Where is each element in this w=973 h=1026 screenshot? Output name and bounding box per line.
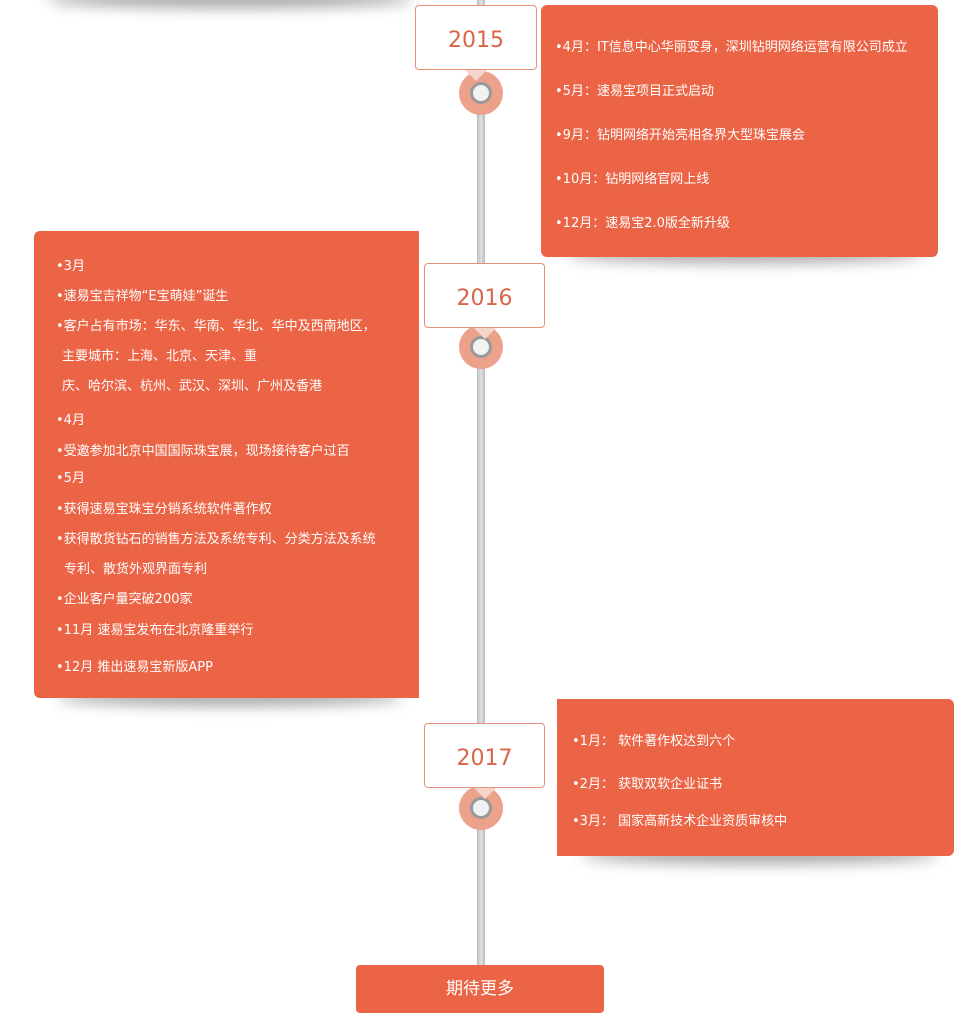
event-item: •4月：IT信息中心华丽变身，深圳钻明网络运营有限公司成立: [555, 40, 908, 55]
event-item: 主要城市：上海、北京、天津、重: [62, 349, 258, 364]
event-item: •11月 速易宝发布在北京隆重举行: [56, 623, 254, 638]
event-item: •受邀参加北京中国国际珠宝展，现场接待客户过百: [56, 444, 350, 459]
timeline-card-2017: •1月： 软件著作权达到六个 •2月： 获取双软企业证书 •3月： 国家高新技术…: [557, 699, 954, 856]
timeline-card-2016: •3月 •速易宝吉祥物“E宝萌娃”诞生 •客户占有市场：华东、华南、华北、华中及…: [34, 231, 419, 698]
event-item: •4月: [56, 413, 85, 428]
event-item: •企业客户量突破200家: [56, 592, 193, 607]
timeline-axis: [477, 0, 485, 965]
year-label-2015: 2015: [415, 5, 537, 81]
event-item: •3月: [56, 259, 85, 274]
event-item: •1月： 软件著作权达到六个: [572, 734, 736, 749]
event-item: •10月：钻明网络官网上线: [555, 172, 710, 187]
event-item: •5月：速易宝项目正式启动: [555, 84, 714, 99]
more-button[interactable]: 期待更多: [356, 965, 604, 1013]
event-item: •3月： 国家高新技术企业资质审核中: [572, 814, 788, 829]
event-item: 庆、哈尔滨、杭州、武汉、深圳、广州及香港: [62, 379, 323, 394]
event-item: •获得散货钻石的销售方法及系统专利、分类方法及系统: [56, 532, 376, 547]
event-item: •客户占有市场：华东、华南、华北、华中及西南地区，: [56, 319, 376, 334]
timeline-node: [459, 71, 503, 115]
event-item: •速易宝吉祥物“E宝萌娃”诞生: [56, 289, 229, 304]
year-label-2017: 2017: [424, 723, 545, 799]
timeline-card-2015: •4月：IT信息中心华丽变身，深圳钻明网络运营有限公司成立 •5月：速易宝项目正…: [541, 5, 938, 257]
event-item: •5月: [56, 471, 85, 486]
event-item: •9月：钻明网络开始亮相各界大型珠宝展会: [555, 128, 805, 143]
event-item: 专利、散货外观界面专利: [64, 562, 208, 577]
event-item: •12月：速易宝2.0版全新升级: [555, 216, 730, 231]
event-item: •获得速易宝珠宝分销系统软件著作权: [56, 502, 272, 517]
event-item: •2月： 获取双软企业证书: [572, 777, 723, 792]
year-label-2016: 2016: [424, 263, 545, 339]
event-item: •12月 推出速易宝新版APP: [56, 660, 213, 675]
